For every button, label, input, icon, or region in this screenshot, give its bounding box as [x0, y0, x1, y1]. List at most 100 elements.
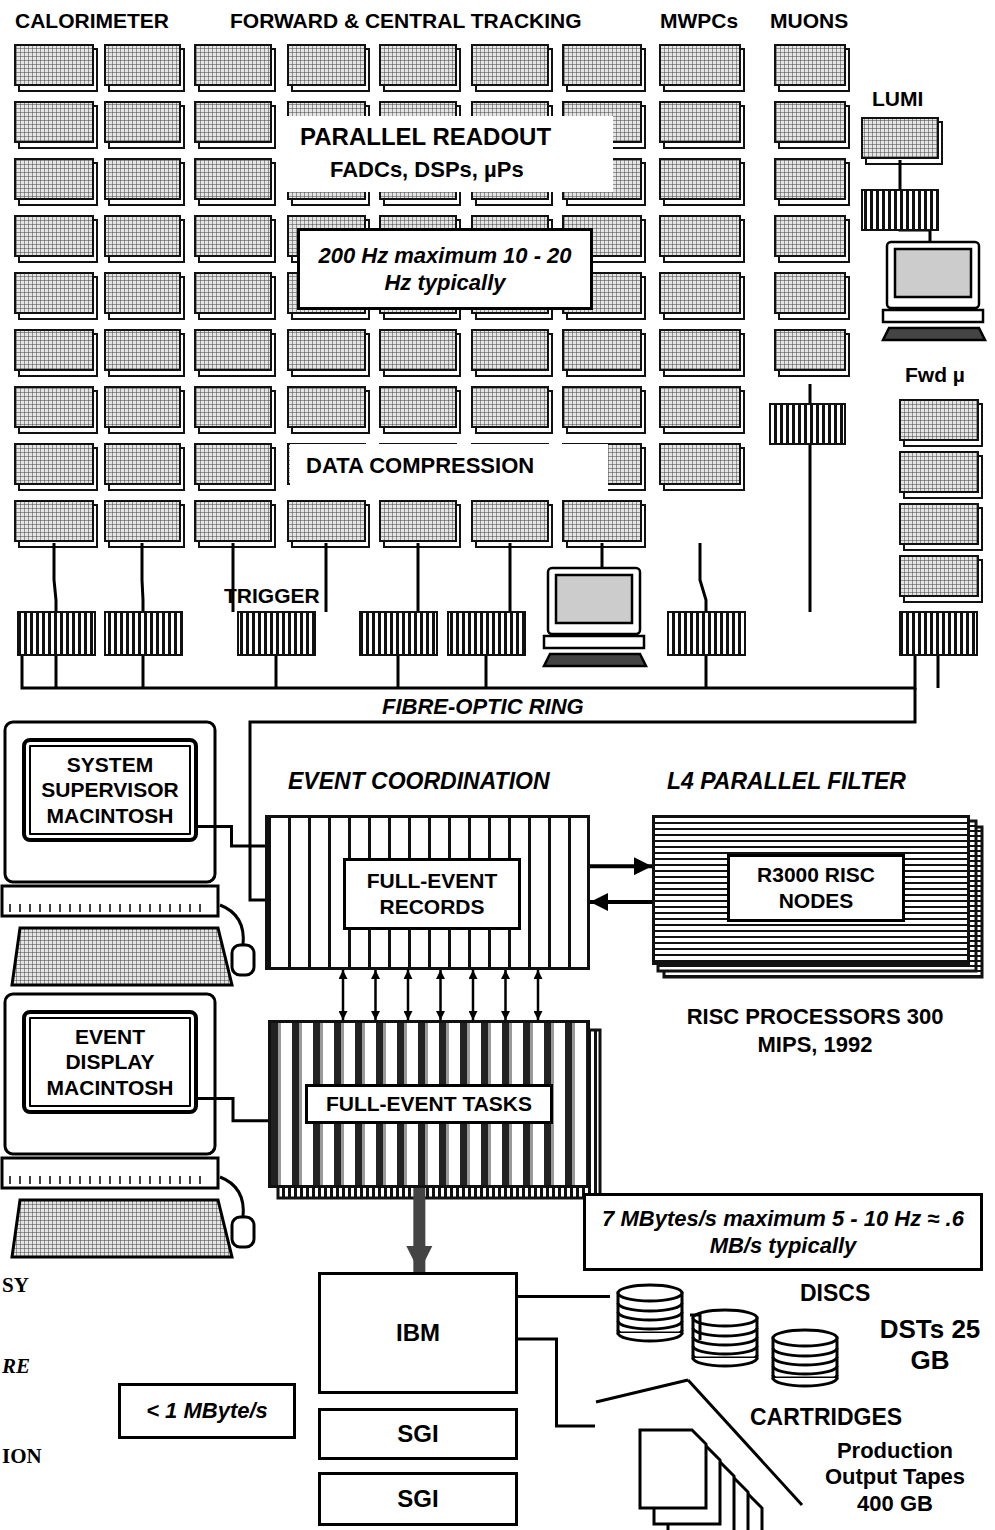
disc-ring — [618, 1321, 682, 1329]
interface-crate — [18, 612, 95, 655]
connector-line — [504, 970, 507, 1020]
disc-ring — [773, 1348, 837, 1356]
readout-module — [563, 501, 641, 541]
tape-storage: CARTRIDGESProduction Output Tapes 400 GB — [595, 1400, 985, 1530]
ring-wire — [937, 655, 940, 688]
interface-crate — [862, 190, 938, 230]
vent — [159, 904, 161, 912]
column-wire — [700, 543, 706, 612]
readout-module — [105, 444, 180, 484]
vme-crate: FULL-EVENT TASKS — [268, 1020, 590, 1188]
screen — [895, 249, 971, 297]
crate-heading: EVENT COORDINATION — [288, 768, 550, 795]
column-wire — [509, 543, 512, 612]
vent — [99, 1176, 101, 1184]
computer-screen: EVENT DISPLAY MACINTOSH — [22, 1010, 198, 1114]
readout-modules — [15, 45, 982, 602]
vent — [139, 1176, 141, 1184]
box-label: 7 MBytes/s maximum 5 - 10 Hz ≈ .6 MB/s t… — [592, 1205, 974, 1260]
readout-module — [900, 400, 978, 440]
connector-line — [537, 970, 540, 1020]
vent — [159, 1176, 161, 1184]
readout-module — [15, 45, 93, 85]
cartridge — [640, 1430, 706, 1508]
connector-line — [198, 1098, 268, 1120]
readout-module — [105, 45, 180, 85]
readout-module — [15, 273, 93, 313]
connector — [198, 1098, 268, 1120]
rate-box: 7 MBytes/s maximum 5 - 10 Hz ≈ .6 MB/s t… — [583, 1193, 983, 1271]
connector-line — [413, 1188, 425, 1272]
vent — [149, 904, 151, 912]
box-label: SYSTEM SUPERVISOR MACINTOSH — [34, 752, 186, 828]
part-label: FIBRE-OPTIC RING — [382, 693, 584, 721]
computer-screen: SYSTEM SUPERVISOR MACINTOSH — [22, 738, 198, 842]
part-label: MWPCs — [660, 8, 738, 34]
box-label: CARTRIDGES — [750, 1404, 902, 1432]
screen — [556, 575, 632, 623]
readout-module — [15, 330, 93, 370]
ring-wire — [397, 655, 400, 688]
vent — [19, 904, 21, 912]
computer-icon — [544, 568, 646, 666]
keyboard — [544, 654, 646, 666]
connector — [518, 1296, 610, 1297]
part-label: CALORIMETER — [15, 8, 169, 34]
readout-module — [563, 45, 641, 85]
readout-module — [105, 159, 180, 199]
column-wire — [54, 543, 56, 612]
disc-ring — [693, 1337, 757, 1345]
ring-wire — [275, 655, 278, 688]
vent — [49, 904, 51, 912]
disc-ring — [693, 1346, 757, 1354]
part-label: RISC PROCESSORS 300 MIPS, 1992 — [660, 1003, 970, 1058]
disc-ring — [618, 1312, 682, 1320]
disc-storage: DISCSDSTs 25 GB — [610, 1280, 985, 1395]
readout-module — [105, 102, 180, 142]
readout-module — [775, 102, 845, 142]
vent — [199, 904, 201, 912]
box-label: R3000 RISC NODES — [736, 862, 896, 915]
readout-module — [660, 330, 740, 370]
vent — [129, 1176, 131, 1184]
vent — [19, 1176, 21, 1184]
crate-heading: L4 PARALLEL FILTER — [667, 768, 906, 795]
text-panel — [375, 690, 630, 722]
readout-module — [660, 444, 740, 484]
monitor — [548, 568, 640, 634]
readout-module — [15, 387, 93, 427]
keyboard — [883, 328, 985, 340]
vent — [179, 1176, 181, 1184]
readout-module — [195, 216, 271, 256]
process-box: FULL-EVENT RECORDS — [343, 858, 521, 930]
disc-top — [693, 1310, 757, 1326]
ring-wire — [705, 655, 708, 688]
computer-base — [2, 886, 218, 916]
vme-crate: EVENT COORDINATIONFULL-EVENT RECORDS — [265, 815, 590, 970]
readout-module — [472, 501, 548, 541]
fibre-ring — [22, 655, 915, 688]
box-label: EVENT DISPLAY MACINTOSH — [34, 1024, 186, 1100]
connector-line — [518, 1339, 595, 1426]
readout-module — [660, 273, 740, 313]
readout-module — [900, 452, 978, 492]
disc-cable — [690, 1315, 700, 1340]
readout-module — [105, 330, 180, 370]
part-label: TRIGGER — [224, 583, 320, 609]
readout-module — [195, 444, 271, 484]
box-label: DSTs 25 GB — [875, 1314, 985, 1376]
readout-module — [288, 387, 365, 427]
ring-wire — [55, 655, 58, 688]
readout-module — [472, 387, 548, 427]
part-label: LUMI — [872, 86, 923, 112]
readout-module — [380, 330, 456, 370]
vent — [129, 904, 131, 912]
vent — [169, 1176, 171, 1184]
readout-module — [105, 273, 180, 313]
part-label: ION — [2, 1443, 42, 1469]
readout-module — [15, 159, 93, 199]
keyboard — [12, 1200, 232, 1257]
disc-ring — [693, 1328, 757, 1336]
readout-module — [15, 216, 93, 256]
disc-ring — [773, 1357, 837, 1365]
